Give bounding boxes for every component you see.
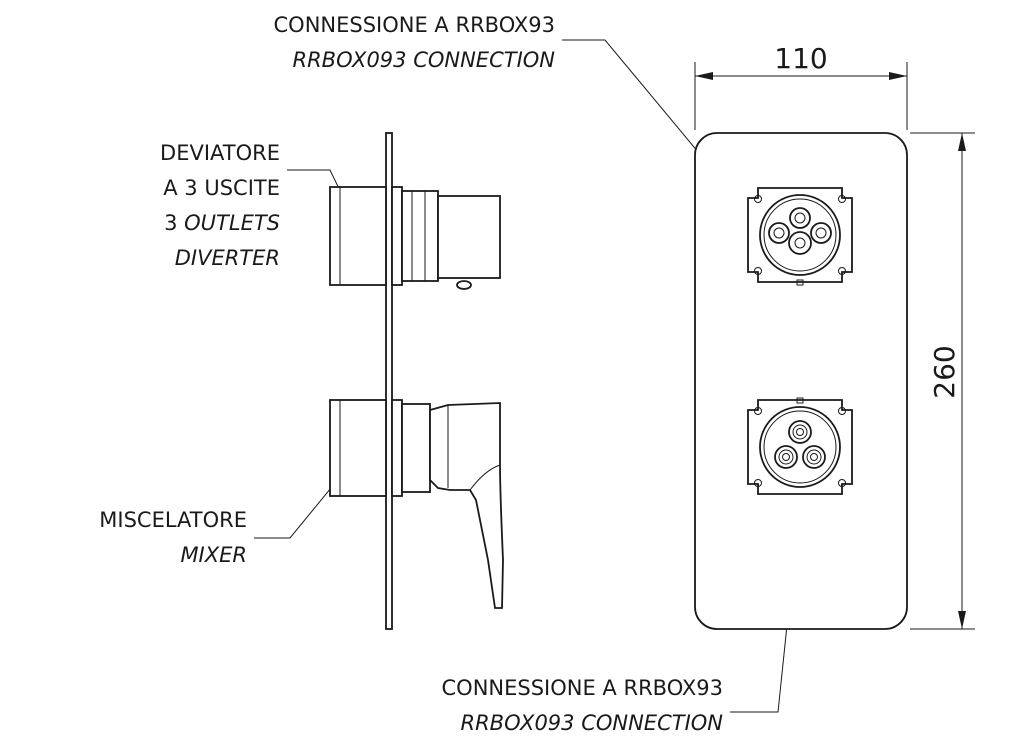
front-bottom-inner-ring [763,410,837,484]
front-top-port-2-inner [773,227,785,239]
front-top-port-center [788,231,812,255]
mixer-en: MIXER [180,543,247,567]
dimension-width: 110 [694,42,908,130]
side-mixer-body [329,399,387,497]
side-diverter-flange [391,186,403,286]
front-bottom-screw-tr [838,407,846,415]
side-mixer-flange [391,399,403,497]
front-top-port-1 [789,207,811,229]
side-diverter-ring [401,190,439,282]
front-top-inner-ring [763,198,837,272]
front-bottom-screw-tl [754,407,762,415]
dim-width-arrow-left [695,72,713,80]
front-top-screw-tl [754,195,762,203]
bottom-connection-en: RRBOX093 CONNECTION [461,711,724,735]
front-top-cartridge [747,187,853,286]
side-view [329,132,504,630]
front-bottom-cartridge [747,397,853,495]
label-mixer: MISCELATORE MIXER [99,508,247,567]
front-top-notch [796,279,804,286]
dim-height-arrow-bottom [958,611,966,629]
side-mixer-ring [401,403,431,493]
front-bottom-port-2 [774,445,798,469]
front-top-port-center-inner [794,237,806,249]
front-bottom-port-3-mid [806,449,822,465]
front-top-port-3-inner [815,227,827,239]
front-bottom-port-1 [788,420,812,444]
diverter-it-line2: A 3 USCITE [163,176,280,200]
label-bottom-connection: CONNESSIONE A RRBOX93 RRBOX093 CONNECTIO… [442,676,724,735]
label-top-connection: CONNESSIONE A RRBOX93 RRBOX093 CONNECTIO… [274,13,556,72]
front-top-port-2 [768,222,790,244]
bottom-connection-it: CONNESSIONE A RRBOX93 [442,676,723,700]
side-diverter-knob [437,195,501,279]
side-diverter-body [329,186,387,286]
mixer-it: MISCELATORE [99,508,247,532]
side-diverter-knob-tab [456,280,472,290]
front-bottom-port-2-mid [778,449,794,465]
diverter-it-line1: DEVIATORE [160,141,280,165]
front-top-screw-tr [838,195,846,203]
front-bottom-screw-br [838,479,846,487]
front-bottom-port-3-inner [810,453,818,461]
front-bottom-screw-bl [754,479,762,487]
dim-height-value: 260 [928,345,961,398]
dimension-height: 260 [910,132,975,630]
dim-width-arrow-right [889,72,907,80]
diverter-en-line2: DIVERTER [175,246,280,270]
front-bottom-port-1-mid [792,424,808,440]
diverter-en-line1: 3 OUTLETS [164,211,280,235]
side-mixer-lever-curve [469,464,501,491]
front-top-screw-bl [754,267,762,275]
side-mixer-lever [429,402,504,609]
dim-width-value: 110 [774,42,827,75]
label-diverter: DEVIATORE A 3 USCITE 3 OUTLETS DIVERTER [160,141,280,270]
top-connection-en: RRBOX093 CONNECTION [293,48,556,72]
front-top-port-1-inner [794,212,806,224]
top-connection-it: CONNESSIONE A RRBOX93 [274,13,555,37]
front-bottom-port-3 [802,445,826,469]
front-top-screw-br [838,267,846,275]
front-top-port-3 [810,222,832,244]
front-bottom-outer-ring [759,406,841,488]
front-bottom-notch [796,397,804,404]
dim-height-arrow-top [958,133,966,151]
front-bottom-port-2-inner [782,453,790,461]
front-view [694,132,908,630]
front-bottom-port-1-inner [796,428,804,436]
diverter-en-line1-prefix: 3 [164,211,184,235]
diverter-en-line1-italic: OUTLETS [184,211,280,235]
side-wall-plate [385,132,393,630]
